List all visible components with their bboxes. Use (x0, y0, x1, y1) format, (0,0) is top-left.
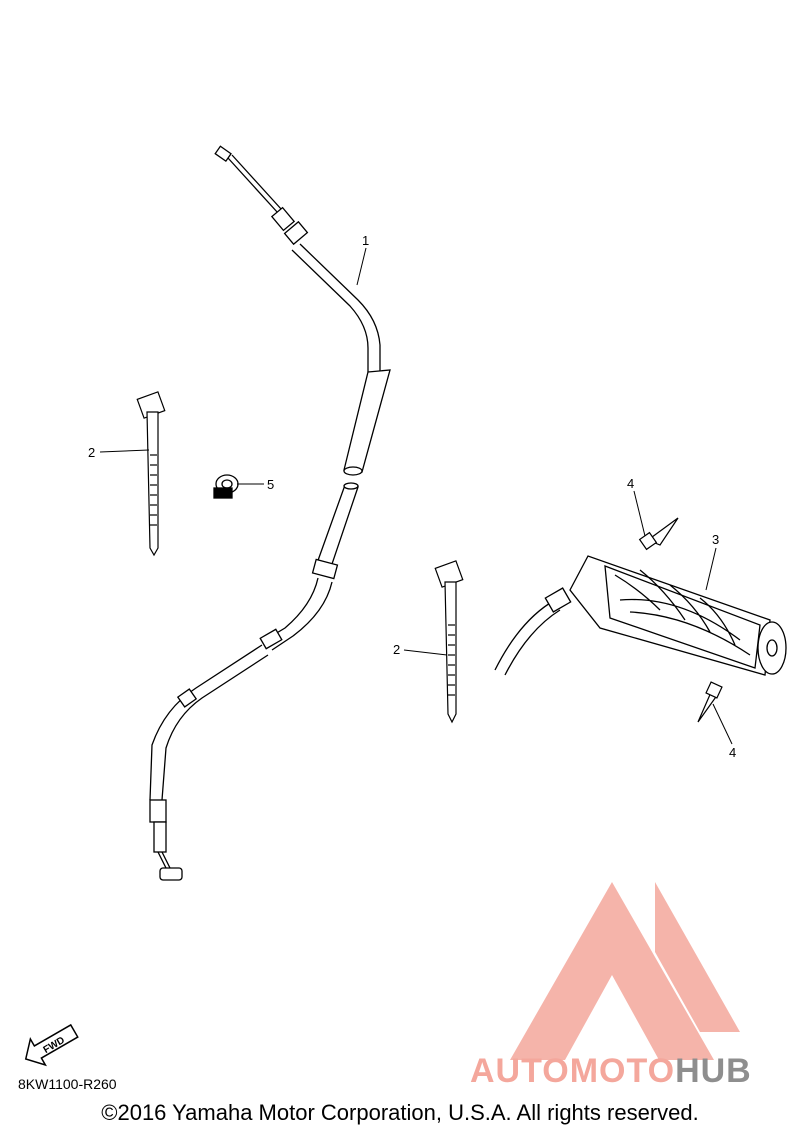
watermark-part2: HUB (675, 1052, 752, 1090)
leader-lines (99, 247, 733, 745)
throttle-cable (149, 145, 391, 881)
fwd-arrow-icon: FWD (24, 1023, 79, 1067)
screw-upper (638, 517, 679, 551)
fwd-label: FWD (42, 1035, 67, 1056)
diagram-code: 8KW1100-R260 (18, 1076, 117, 1092)
copyright-notice: ©2016 Yamaha Motor Corporation, U.S.A. A… (101, 1100, 699, 1125)
callout-2-right: 2 (393, 642, 400, 657)
watermark-part1: AUTOMOTO (470, 1052, 676, 1090)
cable-tie-left (136, 391, 166, 557)
callout-4-lower: 4 (729, 745, 736, 760)
callout-2-left: 2 (88, 445, 95, 460)
watermark-text: AUTOMOTOHUB (470, 1052, 752, 1091)
screw-lower (697, 681, 723, 723)
callout-3: 3 (712, 532, 719, 547)
callout-5: 5 (267, 477, 274, 492)
clamp (213, 474, 239, 499)
watermark-logo (510, 882, 740, 1060)
cable-tie-right (434, 560, 464, 724)
callout-4-upper: 4 (627, 476, 634, 491)
heated-grip (494, 555, 787, 676)
callout-1: 1 (362, 233, 369, 248)
